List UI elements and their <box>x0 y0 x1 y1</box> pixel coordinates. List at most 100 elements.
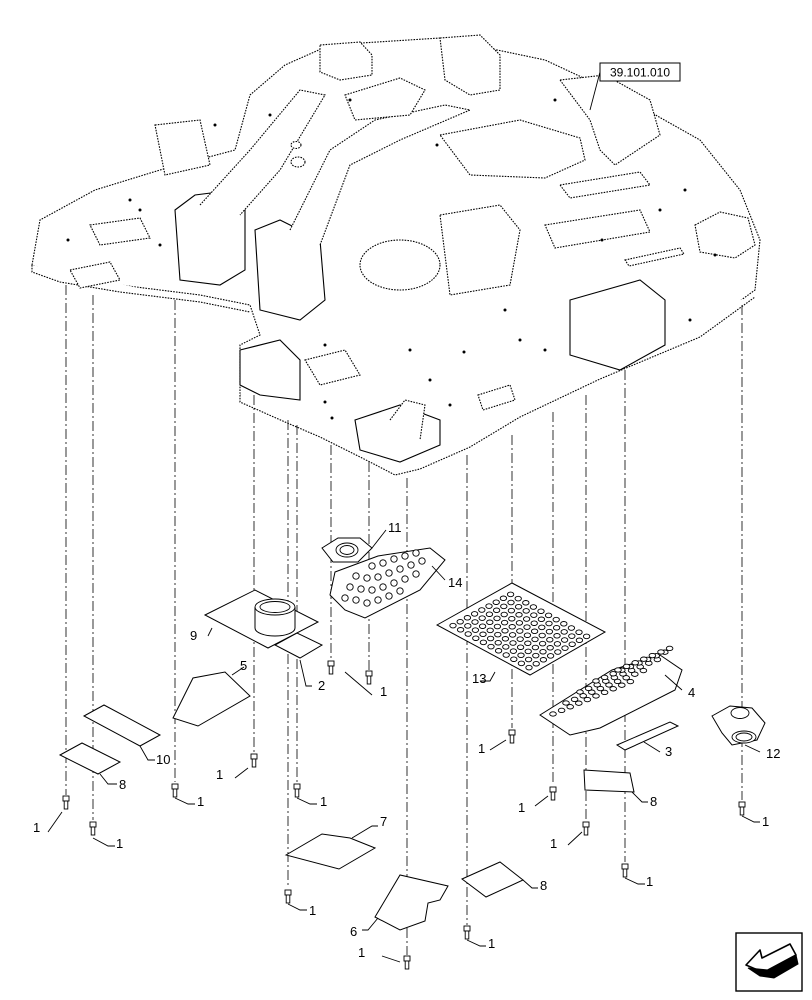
perforation-hole <box>531 644 540 651</box>
perforation-hole <box>508 632 517 638</box>
perforation-hole <box>545 620 553 627</box>
perforation-hole <box>508 615 516 622</box>
perforation-hole <box>524 656 533 663</box>
perforation-hole <box>584 685 593 692</box>
callout-7: 7 <box>380 814 387 829</box>
callout-1-a: 1 <box>380 684 387 699</box>
deck-holes <box>66 98 717 420</box>
perforation-hole <box>631 660 639 666</box>
callout-1-j: 1 <box>550 836 557 851</box>
perforation-hole <box>560 621 568 627</box>
bolts <box>62 660 746 970</box>
perforation-hole <box>472 635 480 641</box>
perforation-hole <box>537 608 545 614</box>
perforation-hole <box>575 700 583 706</box>
callout-13: 13 <box>472 671 486 686</box>
perforation-hole <box>485 603 493 609</box>
perforation-hole <box>554 649 562 655</box>
part-4-perforated-plate <box>539 645 683 736</box>
callout-5: 5 <box>240 658 247 673</box>
perforation-hole <box>507 599 515 606</box>
perforation-hole <box>478 615 486 621</box>
perforation-hole <box>500 611 508 618</box>
perforation-hole <box>500 619 509 626</box>
perforation-hole <box>470 611 479 617</box>
callout-1-n: 1 <box>358 945 365 960</box>
perforation-hole <box>487 643 495 650</box>
perforation-hole <box>539 648 547 655</box>
perforation-hole <box>479 631 487 638</box>
part-8-plate-left <box>58 742 122 775</box>
perforation-hole <box>486 619 494 626</box>
bolt <box>582 821 590 836</box>
perforation-hole <box>529 604 538 610</box>
perforation-hole <box>546 636 554 643</box>
perforation-hole <box>471 619 479 625</box>
callout-1-l: 1 <box>646 874 653 889</box>
perforation-hole <box>530 612 538 618</box>
perforation-hole <box>609 686 617 692</box>
callout-4: 4 <box>688 685 695 700</box>
perforation-hole <box>463 615 472 621</box>
callouts: 11 14 9 5 2 1 13 4 10 3 12 8 1 <box>33 520 780 963</box>
perforation-hole <box>456 627 465 633</box>
part-3-bar <box>615 721 680 751</box>
perforation-hole <box>478 623 487 629</box>
perforation-hole <box>478 607 486 613</box>
perforation-hole <box>545 628 554 635</box>
callout-11: 11 <box>388 520 402 535</box>
bolt <box>171 783 179 798</box>
perforation-hole <box>494 639 502 646</box>
part-5-plate <box>172 671 251 727</box>
callout-3: 3 <box>665 744 672 759</box>
perforation-hole <box>509 640 517 646</box>
perforation-hole <box>507 607 516 614</box>
perforation-hole <box>494 648 503 654</box>
perforation-hole <box>582 633 591 640</box>
perforations-14 <box>341 549 426 607</box>
perforation-hole <box>552 624 561 631</box>
perforation-hole <box>618 682 626 688</box>
callout-1-g: 1 <box>309 903 316 918</box>
perforation-hole <box>657 649 665 655</box>
part-10-plate <box>82 704 162 747</box>
part-11-gasket <box>321 537 373 563</box>
bolt <box>250 753 258 768</box>
bolt <box>293 783 301 798</box>
perforation-hole <box>614 667 622 673</box>
perforation-hole <box>499 595 508 602</box>
perforation-hole <box>600 689 609 696</box>
callout-10: 10 <box>156 752 170 767</box>
part-14-perforated-plate <box>329 547 446 619</box>
perforation-hole <box>576 689 584 695</box>
callout-1-k: 1 <box>762 814 769 829</box>
perforation-hole <box>515 612 523 618</box>
perforation-hole <box>546 653 555 659</box>
perforation-hole <box>640 656 648 662</box>
perforation-hole <box>510 656 518 662</box>
perforation-hole <box>516 644 525 650</box>
perforation-hole <box>501 636 510 642</box>
perforation-hole <box>486 627 494 634</box>
perforation-hole <box>494 631 502 638</box>
perforation-hole <box>456 618 464 625</box>
callout-14: 14 <box>448 575 462 590</box>
callout-1-f: 1 <box>320 794 327 809</box>
bolt <box>62 795 70 810</box>
perforation-hole <box>570 696 579 703</box>
navigation-arrow-icon <box>735 932 803 992</box>
perforation-hole <box>538 640 547 647</box>
perforation-hole <box>562 700 570 706</box>
bolt <box>463 925 471 940</box>
perforation-hole <box>583 696 592 703</box>
perforation-hole <box>479 639 488 646</box>
perforation-hole <box>523 632 532 638</box>
perforation-hole <box>544 612 553 619</box>
bolt <box>549 786 557 801</box>
perforation-hole <box>449 622 457 629</box>
center-lines <box>65 285 743 955</box>
callout-8-left: 8 <box>119 777 126 792</box>
callout-6: 6 <box>350 924 357 939</box>
perforation-hole <box>522 616 531 622</box>
part-6-plate <box>374 874 449 931</box>
